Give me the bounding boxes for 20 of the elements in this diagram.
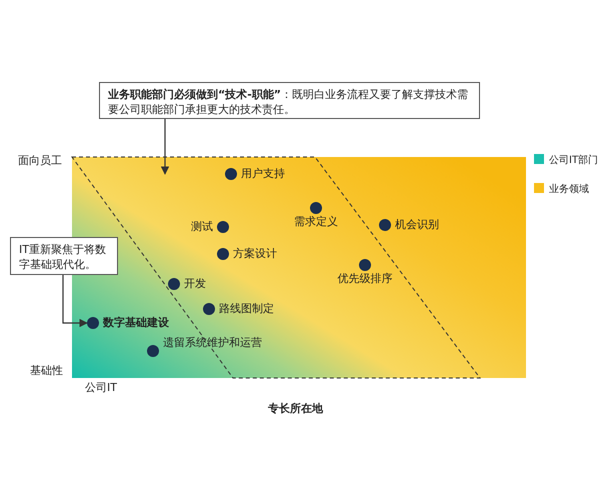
point-label: 用户支持 — [241, 166, 285, 181]
point-label: 开发 — [184, 276, 206, 291]
legend-label: 业务领域 — [549, 182, 589, 196]
arrow — [160, 119, 170, 175]
point-label: 机会识别 — [395, 217, 439, 232]
leader-arrow — [62, 275, 88, 328]
point-label: 方案设计 — [233, 246, 277, 261]
axis-label: 基础性 — [30, 363, 63, 378]
point-label: 优先级排序 — [338, 271, 392, 286]
legend-label: 公司IT部门 — [549, 154, 598, 167]
point-label: 测试 — [191, 219, 213, 234]
callout-box: 业务职能部门必须做到“技术-职能”：既明白业务流程又要了解支撑技术需要公司职能部门承担更大的技术责任。 — [99, 82, 480, 119]
note-box: IT重新聚焦于将数字基础现代化。 — [10, 237, 118, 275]
axis-label: 面向员工 — [18, 153, 62, 168]
point-label: 遗留系统维护和运营 — [163, 335, 262, 350]
point-label: 路线图制定 — [219, 301, 274, 316]
axis-title: 专长所在地 — [268, 401, 323, 416]
axis-label: 公司IT — [85, 380, 117, 395]
point-label: 需求定义 — [294, 214, 338, 229]
point-label: 数字基础建设 — [103, 315, 169, 330]
